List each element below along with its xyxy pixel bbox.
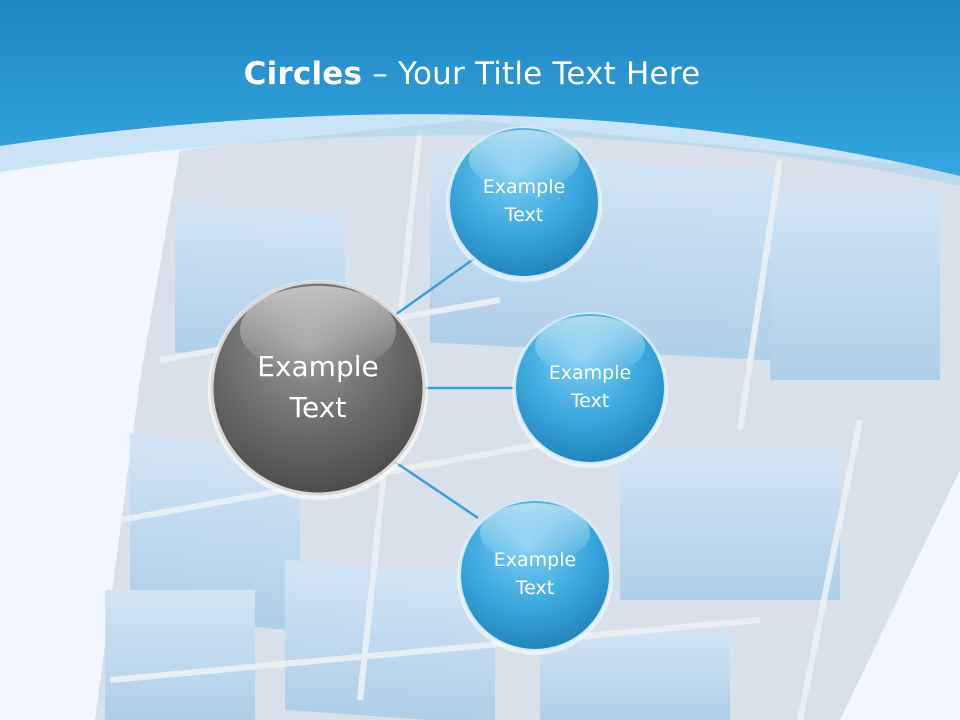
node-label-3: Example Text <box>460 500 610 650</box>
node-label-2: Example Text <box>515 313 665 463</box>
center-line1: Example <box>257 350 379 384</box>
connector-lines <box>394 256 515 520</box>
node-2-line1: Example <box>548 362 632 385</box>
node-1-line2: Text <box>504 204 544 226</box>
node-3-line2: Text <box>515 577 555 599</box>
node-circle-2 <box>512 312 668 468</box>
header-band <box>0 0 960 176</box>
center-line2: Text <box>289 391 347 424</box>
slide-title: Circles – Your Title Text Here <box>0 56 944 92</box>
center-label: Example Text <box>212 282 424 494</box>
node-2-line2: Text <box>570 390 610 412</box>
node-circle-3 <box>457 499 613 655</box>
center-circle <box>208 280 428 500</box>
title-rest: – Your Title Text Here <box>362 56 701 92</box>
node-3-line1: Example <box>493 549 577 572</box>
node-circle-1 <box>446 126 602 282</box>
title-bold: Circles <box>243 56 363 92</box>
node-label-1: Example Text <box>449 127 599 277</box>
node-1-line1: Example <box>482 176 566 199</box>
